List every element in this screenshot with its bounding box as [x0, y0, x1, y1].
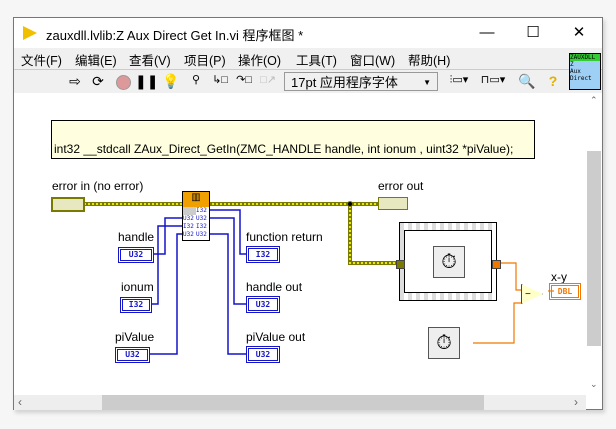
vi-icon-line: Z: [570, 61, 574, 68]
empty-terminal: [183, 207, 196, 215]
ionum-out-terminal: I32: [196, 223, 207, 230]
return-terminal: I32: [196, 207, 207, 214]
maximize-button[interactable]: ☐: [526, 24, 540, 41]
xy-indicator[interactable]: DBL: [549, 283, 581, 300]
retain-wire-values-icon[interactable]: ⚲: [191, 74, 201, 86]
vertical-scrollbar[interactable]: ⌃ ⌄: [586, 93, 602, 395]
stopwatch-icon[interactable]: ⏱: [433, 246, 465, 278]
labview-app-icon: [23, 26, 37, 40]
vertical-scroll-thumb[interactable]: [587, 151, 601, 346]
scroll-down-icon[interactable]: ⌄: [590, 379, 598, 389]
comment-box[interactable]: int32 __stdcall ZAux_Direct_GetIn(ZMC_HA…: [51, 120, 535, 159]
step-into-icon[interactable]: ↳□: [212, 74, 228, 86]
menu-tools[interactable]: 工具(T): [296, 54, 337, 68]
horizontal-scrollbar[interactable]: ‹ ›: [14, 395, 586, 410]
menu-window[interactable]: 窗口(W): [350, 54, 396, 68]
pivalue-label: piValue: [115, 330, 155, 344]
close-button[interactable]: ✕: [572, 24, 586, 41]
error-out-indicator[interactable]: [378, 197, 408, 210]
ionum-label: ionum: [121, 280, 154, 294]
handle-out-indicator[interactable]: U32: [246, 296, 280, 313]
scroll-right-icon[interactable]: ›: [574, 395, 578, 409]
flat-sequence-structure[interactable]: ⏱: [396, 222, 501, 301]
pivalue-out-terminal: U32: [196, 231, 207, 238]
font-select-value: 17pt 应用程序字体: [291, 75, 398, 90]
dbl-tunnel: [492, 260, 501, 269]
menu-help[interactable]: 帮助(H): [408, 54, 451, 68]
error-in-control[interactable]: [51, 197, 85, 212]
ionum-control[interactable]: I32: [120, 297, 152, 313]
font-select[interactable]: 17pt 应用程序字体 ▼: [284, 72, 438, 91]
error-tunnel: [396, 260, 405, 269]
vi-icon-line: Aux: [570, 68, 581, 75]
handle-control[interactable]: U32: [118, 247, 154, 263]
minimize-button[interactable]: —: [479, 24, 495, 41]
highlight-execution-icon[interactable]: 💡: [162, 73, 180, 89]
block-diagram[interactable]: int32 __stdcall ZAux_Direct_GetIn(ZMC_HA…: [14, 93, 586, 395]
scroll-left-icon[interactable]: ‹: [18, 395, 22, 409]
menu-file[interactable]: 文件(F): [21, 54, 62, 68]
distribute-objects-icon[interactable]: ⊓▭▾: [480, 74, 506, 86]
int-wires: [150, 209, 247, 355]
ionum-terminal: I32: [183, 223, 194, 230]
error-wire: [84, 201, 399, 265]
pivalue-out-label: piValue out: [246, 330, 306, 344]
pause-icon[interactable]: ❚❚: [135, 73, 159, 89]
vi-icon-line: ZAUXDLL: [570, 54, 600, 61]
run-arrow-icon[interactable]: ⇨: [69, 73, 81, 89]
handle-out-label: handle out: [246, 280, 303, 294]
window-title: zauxdll.lvlib:Z Aux Direct Get In.vi 程序框…: [46, 28, 304, 43]
horizontal-scroll-thumb[interactable]: [102, 395, 484, 410]
menu-project[interactable]: 项目(P): [184, 54, 226, 68]
abort-icon[interactable]: [116, 75, 131, 90]
menu-operate[interactable]: 操作(O): [238, 54, 282, 68]
pivalue-out-indicator[interactable]: U32: [246, 346, 280, 363]
labview-window: zauxdll.lvlib:Z Aux Direct Get In.vi 程序框…: [13, 17, 603, 410]
error-out-label: error out: [378, 179, 424, 193]
align-objects-icon[interactable]: ⫶▭▾: [449, 74, 469, 86]
step-over-icon[interactable]: ↷□: [236, 74, 252, 86]
error-in-label: error in (no error): [52, 179, 144, 193]
function-return-indicator[interactable]: I32: [246, 246, 280, 263]
pivalue-terminal: U32: [183, 231, 194, 238]
toolbar: ⇨ ⟳ ❚❚ 💡 ⚲ ↳□ ↷□ □↗ 17pt 应用程序字体 ▼ ⫶▭▾ ⊓▭▾…: [14, 69, 602, 94]
vi-icon: ZAUXDLL Z Aux Direct: [569, 53, 601, 90]
function-return-label: function return: [246, 230, 323, 244]
handle-label: handle: [118, 230, 155, 244]
pivalue-control[interactable]: U32: [115, 347, 150, 363]
comment-text: int32 __stdcall ZAux_Direct_GetIn(ZMC_HA…: [54, 142, 514, 156]
handle-out-terminal: U32: [196, 215, 207, 222]
menu-edit[interactable]: 编辑(E): [75, 54, 117, 68]
library-icon: ▥: [183, 192, 209, 207]
tick-count-stopwatch-icon[interactable]: ⏱: [428, 327, 460, 359]
menu-view[interactable]: 查看(V): [129, 54, 171, 68]
step-out-icon[interactable]: □↗: [260, 74, 276, 86]
wires: [84, 201, 554, 355]
title-bar: zauxdll.lvlib:Z Aux Direct Get In.vi 程序框…: [14, 18, 602, 48]
handle-terminal: U32: [183, 215, 194, 222]
xy-label: x-y: [551, 270, 567, 284]
clean-up-search-icon[interactable]: 🔍: [518, 73, 536, 89]
context-help-icon[interactable]: ?: [548, 73, 558, 89]
run-continuously-icon[interactable]: ⟳: [92, 73, 104, 89]
chevron-down-icon: ▼: [423, 78, 431, 87]
menu-bar: 文件(F) 编辑(E) 查看(V) 项目(P) 操作(O) 工具(T) 窗口(W…: [14, 48, 602, 69]
vi-icon-line: Direct: [570, 75, 592, 82]
scroll-up-icon[interactable]: ⌃: [590, 95, 598, 105]
